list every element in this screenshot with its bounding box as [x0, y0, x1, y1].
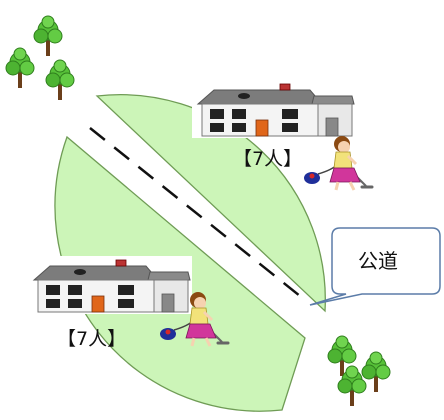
people-count-label: 【7人】 [233, 148, 303, 170]
woman-vacuuming-icon [302, 134, 374, 192]
people-count-label: 【7人】 [57, 328, 127, 350]
road-centerline [89, 127, 306, 301]
lawn-upper [95, 94, 326, 313]
tree-icon [5, 47, 35, 89]
house-icon [27, 255, 193, 315]
callout-bubble [309, 227, 441, 306]
tree-icon [33, 15, 63, 57]
house-icon [191, 79, 357, 139]
tree-icon [45, 59, 75, 101]
road-callout-label: 公道 [358, 249, 398, 273]
